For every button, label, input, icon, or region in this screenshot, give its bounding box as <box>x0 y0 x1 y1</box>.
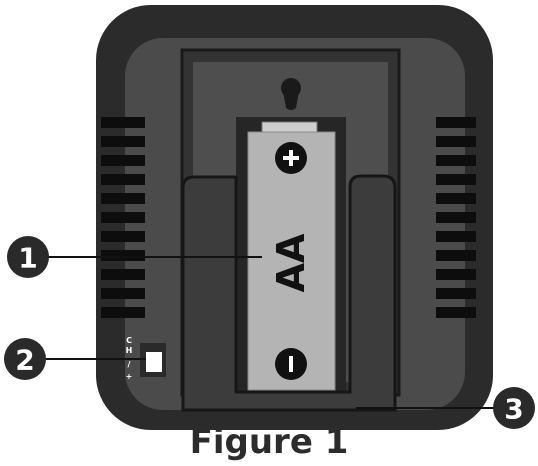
aa-battery: AA <box>247 121 336 391</box>
callout-3-marker <box>493 387 535 429</box>
right-vent-slots <box>436 117 476 318</box>
positive-terminal-icon <box>275 142 307 174</box>
callout-1-number: 1 <box>18 242 37 275</box>
callout-2-number: 2 <box>15 344 34 377</box>
callout-3-number: 3 <box>504 393 523 426</box>
stand-clip <box>181 174 397 412</box>
callout-2-marker <box>4 338 46 380</box>
switch-label-plus: + <box>126 372 133 381</box>
switch-label-slash: / <box>128 360 131 369</box>
switch-label-h: H <box>126 346 133 355</box>
negative-terminal-icon <box>275 348 307 380</box>
keyhole-hanger-icon <box>281 78 301 110</box>
left-vent-slots <box>101 117 145 318</box>
figure-caption: Figure 1 <box>189 422 349 462</box>
switch-label-c: C <box>126 336 132 345</box>
callout-1-marker <box>7 236 49 278</box>
battery-label: AA <box>269 233 313 292</box>
